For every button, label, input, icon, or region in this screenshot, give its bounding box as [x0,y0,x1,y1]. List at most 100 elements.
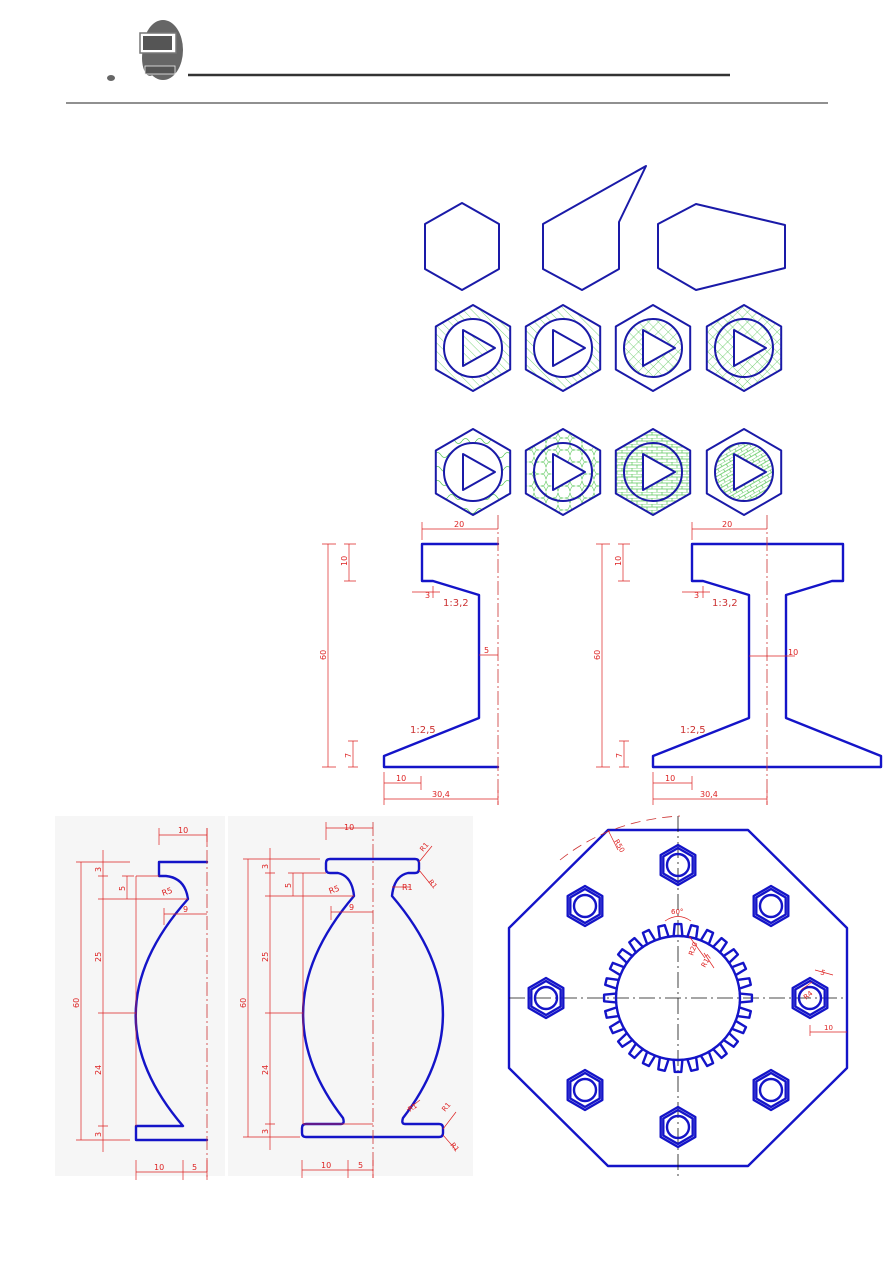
dim-step: 3 [694,591,699,600]
dim-d2: 5 [118,886,127,891]
circle-outline [714,442,774,502]
gear-tooth [686,1056,699,1072]
dim-flange-bottom: 7 [615,753,624,758]
circle-outline [623,318,683,378]
hatch-fill [706,305,782,391]
dimension-lines [607,829,847,1036]
hatch-fill [435,429,511,515]
triangle-outline [462,453,496,491]
hatch-fill [525,305,601,391]
gear-tooth [738,992,754,1004]
circle-outline [714,318,774,378]
gear-tooth [736,1006,752,1019]
octagon-outline [507,828,849,1168]
gear-tooth [657,1056,670,1072]
bolt-hole [665,1114,691,1140]
gear-tooth [711,936,728,954]
vase-full-profile [300,857,445,1139]
gear-tooth [641,1050,657,1068]
triangle-outline [552,453,586,491]
nut-hexagon-outer [527,976,565,1020]
gear-tooth [672,1058,684,1074]
dim-slope-top: 1:3,2 [443,598,469,609]
dim-top-width: 20 [454,520,464,529]
hatch-fill [624,319,682,377]
vase-full-drawing: 10 60 3 5 25 24 3 R5 9 R1 R1 R1 R1 R1 R1… [239,822,461,1178]
dim-radius: R5 [161,886,174,898]
dim-bottom-width: 30,4 [700,790,718,799]
dim-bottom-step: 10 [665,774,675,783]
dim-height: 60 [72,998,81,1008]
dim-r1-neck: R1 [402,883,413,892]
dim-slope-top: 1:3,2 [712,598,738,609]
nut-hexagon-inner [755,887,787,925]
nut-hexagon-inner [569,887,601,925]
dim-top-width: 20 [722,520,732,529]
dim-angle: 60° [671,908,683,916]
hexagon-outline [524,428,602,516]
flange-drawing: R50 60° R20 R17 5 R4 10 [507,815,849,1180]
dim-outer-radius: R50 [612,838,626,854]
triangle-outline [642,453,676,491]
hex-nut [527,976,565,1020]
dimension-lines [596,522,795,805]
hatch-fill [463,330,495,366]
nut-hexagon-inner [755,1071,787,1109]
dimension-lines [243,822,457,1178]
hatch-sample-nut [614,304,692,392]
hex-nut [791,976,829,1020]
hex-nut [752,1068,790,1112]
hexagon-outline [614,428,692,516]
r50-arc [559,815,681,861]
gear-tooth [608,1019,626,1035]
dim-height: 60 [593,650,602,660]
nut-hexagon-outer [659,843,697,887]
gear-teeth [602,922,754,1074]
gear-tooth [616,1031,634,1048]
gear-tooth [628,936,645,954]
dim-flange-top: 10 [614,556,623,566]
dim-height: 60 [239,998,248,1008]
hatch-sample-nut [705,304,783,392]
bore-circle [614,934,742,1062]
dim-nut-size: 5 [819,968,826,977]
nut-hexagon-outer [659,1105,697,1149]
dim-slope-bottom: 1:2,5 [680,725,706,736]
vase-half-profile [134,860,209,1142]
dim-top-width: 10 [344,823,354,832]
bolt-hole [797,985,823,1011]
vase-half-drawing: 10 60 3 5 25 24 3 R5 9 10 5 [72,826,209,1180]
dim-gear-inner: R17 [700,953,714,969]
i-beam-full-drawing: 20 60 10 7 3 1:3,2 10 1:2,5 10 30,4 [593,515,883,805]
hexagon-outline [434,304,512,392]
gear-tooth [711,1042,728,1060]
hatch-sample-nut [524,428,602,516]
dim-bottom-b: 5 [192,1163,197,1172]
hatch-sample-nuts [434,304,783,516]
nut-hexagon-outer [566,884,604,928]
dim-r1-bottom-neck: R1 [407,1102,419,1114]
nut-hexagon-inner [794,979,826,1017]
gear-tooth [604,977,620,990]
nut-hexagon-inner [662,846,694,884]
nut-hexagon-outer [566,1068,604,1112]
dim-bottom-step: 10 [396,774,406,783]
circle-outline [443,318,503,378]
bolt-hole [758,893,784,919]
dim-bottom-a: 10 [321,1161,331,1170]
gear-tooth [628,1042,645,1060]
dim-d3: 25 [261,952,270,962]
nut-hexagon-outer [752,884,790,928]
dim-neck: 9 [183,905,188,914]
dim-gear-outer: R20 [687,941,699,957]
triangle-outline [552,329,586,367]
dim-neck: 9 [349,903,354,912]
hex-nut [752,884,790,928]
hatched-trapezoid [657,203,786,291]
nut-hexagon-outer [752,1068,790,1112]
dim-web: 10 [788,648,798,657]
gear-tooth [730,1019,748,1035]
dimension-lines [322,522,499,805]
circle-outline [443,442,503,502]
